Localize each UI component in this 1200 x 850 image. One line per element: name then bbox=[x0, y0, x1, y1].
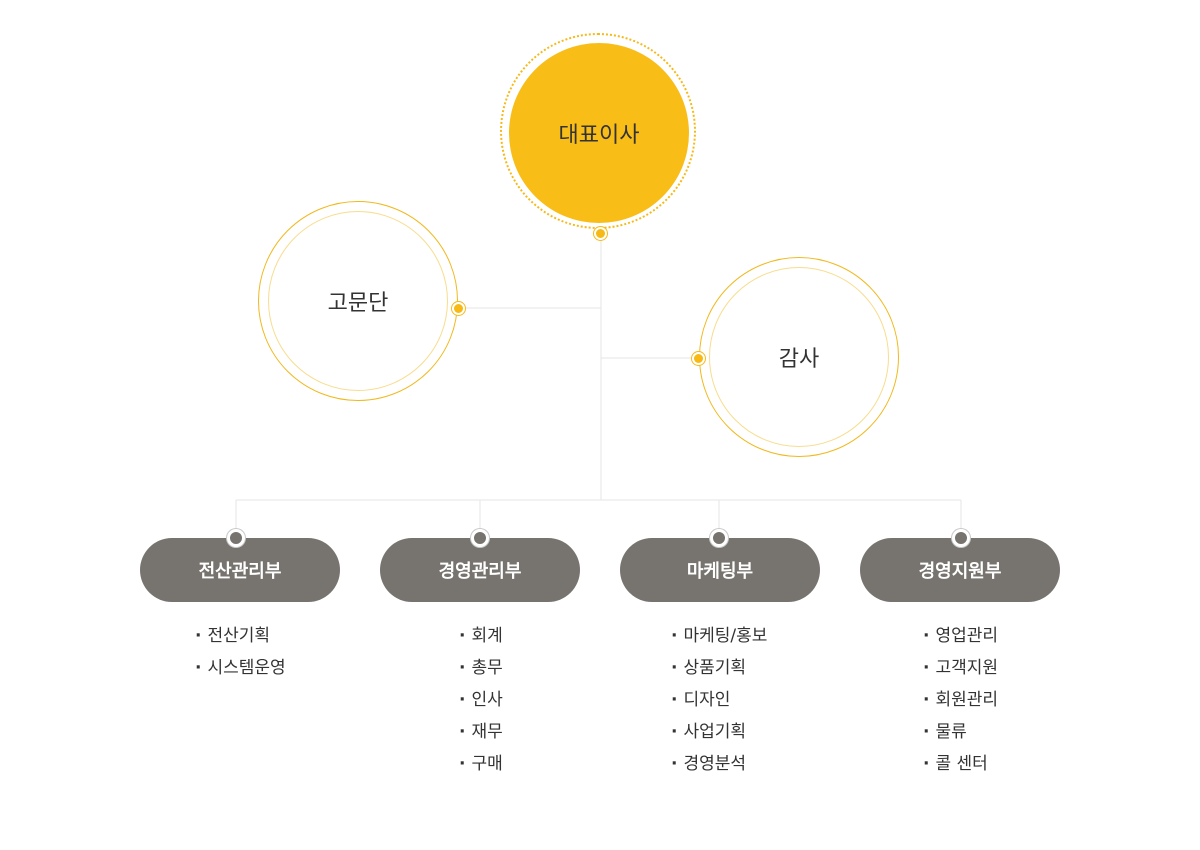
department-sub-list: 전산기획 시스템운영 bbox=[195, 621, 286, 685]
list-item: 콜 센터 bbox=[923, 749, 998, 781]
list-item: 영업관리 bbox=[923, 621, 998, 653]
advisory-connection-dot bbox=[452, 302, 465, 315]
audit-connection-dot bbox=[692, 352, 705, 365]
list-item: 재무 bbox=[459, 717, 502, 749]
department-label: 경영지원부 bbox=[918, 561, 1002, 582]
advisory-label: 고문단 bbox=[327, 291, 389, 316]
department-label: 전산관리부 bbox=[198, 561, 282, 582]
ceo-node: 대표이사 bbox=[509, 43, 689, 223]
department-business-management: 경영관리부 bbox=[380, 538, 580, 602]
list-item: 디자인 bbox=[671, 685, 767, 717]
list-item: 회계 bbox=[459, 621, 502, 653]
department-sub-list: 회계 총무 인사 재무 구매 bbox=[459, 621, 502, 781]
list-item: 고객지원 bbox=[923, 653, 998, 685]
list-item: 전산기획 bbox=[195, 621, 286, 653]
list-item: 구매 bbox=[459, 749, 502, 781]
list-item: 인사 bbox=[459, 685, 502, 717]
department-marketing: 마케팅부 bbox=[620, 538, 820, 602]
department-business-support: 경영지원부 bbox=[860, 538, 1060, 602]
audit-node: 감사 bbox=[699, 257, 899, 457]
department-connection-dot bbox=[710, 529, 728, 547]
list-item: 사업기획 bbox=[671, 717, 767, 749]
department-label: 경영관리부 bbox=[438, 561, 522, 582]
list-item: 상품기획 bbox=[671, 653, 767, 685]
audit-label: 감사 bbox=[778, 347, 820, 372]
department-sub-list: 영업관리 고객지원 회원관리 물류 콜 센터 bbox=[923, 621, 998, 781]
list-item: 회원관리 bbox=[923, 685, 998, 717]
list-item: 시스템운영 bbox=[195, 653, 285, 685]
ceo-label: 대표이사 bbox=[558, 123, 640, 148]
ceo-connection-dot bbox=[594, 227, 607, 240]
list-item: 물류 bbox=[923, 717, 998, 749]
advisory-node: 고문단 bbox=[258, 201, 458, 401]
list-item: 마케팅/홍보 bbox=[671, 621, 767, 653]
department-connection-dot bbox=[952, 529, 970, 547]
list-item: 총무 bbox=[459, 653, 502, 685]
department-connection-dot bbox=[471, 529, 489, 547]
audit-inner-circle: 감사 bbox=[709, 267, 889, 447]
advisory-inner-circle: 고문단 bbox=[268, 211, 448, 391]
list-item: 경영분석 bbox=[671, 749, 767, 781]
department-sub-list: 마케팅/홍보 상품기획 디자인 사업기획 경영분석 bbox=[671, 621, 767, 781]
department-label: 마케팅부 bbox=[686, 561, 754, 582]
department-it-management: 전산관리부 bbox=[140, 538, 340, 602]
department-connection-dot bbox=[227, 529, 245, 547]
